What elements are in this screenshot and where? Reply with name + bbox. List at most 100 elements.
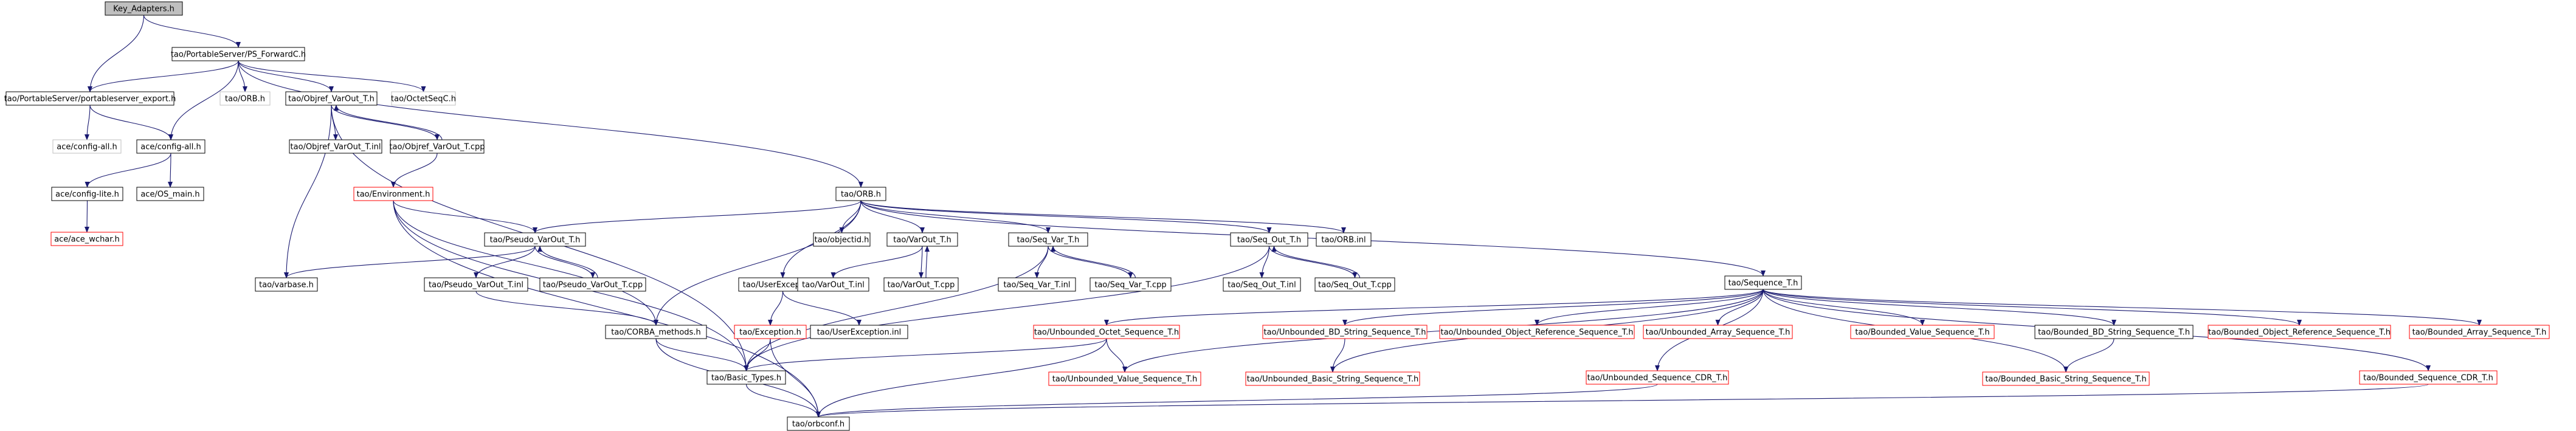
- node-pseudo-varout-cpp[interactable]: tao/Pseudo_VarOut_T.cpp: [539, 277, 646, 292]
- node-label: tao/Bounded_Value_Sequence_T.h: [1855, 328, 1989, 337]
- edge-ps_forwardc-to-orb_h: [238, 60, 863, 188]
- node-label: tao/Seq_Var_T.inl: [1003, 281, 1070, 290]
- node-label: tao/Unbounded_Array_Sequence_T.h: [1646, 328, 1790, 337]
- node-box: [883, 277, 959, 292]
- node-objref-varout-inl[interactable]: tao/Objref_VarOut_T.inl: [289, 139, 382, 154]
- edge-corba_methods-to-basic_types: [655, 338, 749, 371]
- node-seq-out-inl[interactable]: tao/Seq_Out_T.inl: [1223, 277, 1301, 292]
- node-objref-varout-cpp[interactable]: tao/Objref_VarOut_T.cpp: [389, 139, 485, 154]
- node-ace-wchar[interactable]: ace/ace_wchar.h: [50, 232, 123, 246]
- node-box: [539, 277, 646, 292]
- node-seq-out-h[interactable]: tao/Seq_Out_T.h: [1230, 232, 1308, 247]
- edge-orb_h-to-orb_inl: [860, 200, 1346, 233]
- node-bnd-array-seq[interactable]: tao/Bounded_Array_Sequence_T.h: [2409, 325, 2550, 339]
- node-seq-var-cpp[interactable]: tao/Seq_Var_T.cpp: [1089, 277, 1172, 292]
- node-box: [2034, 325, 2194, 339]
- node-bnd-object-ref-seq[interactable]: tao/Bounded_Object_Reference_Sequence_T.…: [2208, 325, 2391, 339]
- node-ace-config-lite[interactable]: ace/config-lite.h: [51, 187, 123, 201]
- node-corba-methods[interactable]: tao/CORBA_methods.h: [605, 325, 707, 339]
- node-userexception-inl[interactable]: tao/UserException.inl: [810, 325, 908, 339]
- node-label: tao/Pseudo_VarOut_T.inl: [429, 281, 523, 290]
- node-label: tao/Unbounded_Octet_Sequence_T.h: [1034, 328, 1179, 337]
- node-box: [391, 91, 456, 106]
- node-orb-h[interactable]: tao/ORB.h: [835, 187, 886, 201]
- node-label: ace/ace_wchar.h: [54, 235, 120, 244]
- node-box: [1230, 232, 1308, 247]
- node-ace-config-all[interactable]: ace/config-all.h: [136, 139, 205, 154]
- node-label: tao/VarOut_T.inl: [802, 281, 865, 290]
- node-varout-inl[interactable]: tao/VarOut_T.inl: [797, 277, 869, 292]
- node-seq-out-cpp[interactable]: tao/Seq_Out_T.cpp: [1314, 277, 1395, 292]
- node-box: [1048, 371, 1201, 386]
- edge-seq_out_h-to-seq_out_cpp: [1268, 246, 1358, 278]
- node-bnd-seq-cdr[interactable]: tao/Bounded_Sequence_CDR_T.h: [2359, 370, 2498, 385]
- edge-seq_var_h-to-basic_types: [744, 246, 1049, 371]
- edge-ps_export-to-ace_config_all_light: [85, 105, 91, 140]
- node-box: [810, 325, 908, 339]
- node-unb-object-ref-seq[interactable]: tao/Unbounded_Object_Reference_Sequence_…: [1439, 325, 1635, 339]
- node-orb-inl[interactable]: tao/ORB.inl: [1316, 232, 1372, 247]
- node-unb-octet-seq[interactable]: tao/Unbounded_Octet_Sequence_T.h: [1033, 325, 1180, 339]
- node-box: [51, 187, 123, 201]
- edge-sequence_h-to-bnd_object_ref_seq: [1763, 289, 2302, 326]
- node-key-adapters[interactable]: Key_Adapters.h: [105, 1, 183, 16]
- edge-unb_octet_seq-to-orbconf: [816, 338, 1107, 418]
- node-label: tao/Unbounded_Sequence_CDR_T.h: [1587, 374, 1728, 383]
- node-label: tao/Bounded_BD_String_Sequence_T.h: [2038, 328, 2190, 337]
- edge-ace_config_lite-to-ace_wchar: [85, 200, 90, 233]
- node-label: tao/PortableServer/portableserver_export…: [4, 95, 176, 104]
- edge-objref_varout_h-to-objref_varout_cpp: [331, 105, 440, 140]
- node-environment[interactable]: tao/Environment.h: [353, 187, 433, 201]
- node-seq-var-inl[interactable]: tao/Seq_Var_T.inl: [998, 277, 1076, 292]
- node-bnd-bd-string-seq[interactable]: tao/Bounded_BD_String_Sequence_T.h: [2034, 325, 2194, 339]
- node-orbconf[interactable]: tao/orbconf.h: [787, 416, 850, 431]
- edge-ps_forwardc-to-objref_varout_h: [238, 60, 334, 92]
- edge-ps_forwardc-to-ace_config_all: [168, 60, 239, 140]
- node-box: [1262, 325, 1428, 339]
- node-ps-export[interactable]: tao/PortableServer/portableserver_export…: [4, 91, 176, 106]
- node-ace-os-main[interactable]: ace/OS_main.h: [136, 187, 204, 201]
- node-box: [52, 139, 122, 154]
- node-objref-varout-h[interactable]: tao/Objref_VarOut_T.h: [285, 91, 378, 106]
- node-orb-h-light[interactable]: tao/ORB.h: [219, 91, 271, 106]
- node-pseudo-varout-h[interactable]: tao/Pseudo_VarOut_T.h: [484, 232, 586, 247]
- node-octetseqc[interactable]: tao/OctetSeqC.h: [391, 91, 456, 106]
- node-ps-forwardc[interactable]: tao/PortableServer/PS_ForwardC.h: [171, 47, 306, 61]
- node-varout-cpp[interactable]: tao/VarOut_T.cpp: [883, 277, 959, 292]
- edge-objref_varout_cpp-to-environment: [391, 153, 438, 188]
- node-box: [2208, 325, 2391, 339]
- node-exception-h[interactable]: tao/Exception.h: [734, 325, 807, 339]
- node-box: [1586, 370, 1729, 385]
- node-basic-types[interactable]: tao/Basic_Types.h: [706, 370, 786, 385]
- node-label: tao/Exception.h: [739, 328, 801, 337]
- node-pseudo-varout-inl[interactable]: tao/Pseudo_VarOut_T.inl: [424, 277, 528, 292]
- node-seq-var-h[interactable]: tao/Seq_Var_T.h: [1008, 232, 1088, 247]
- node-unb-value-seq[interactable]: tao/Unbounded_Value_Sequence_T.h: [1048, 371, 1201, 386]
- node-box: [835, 187, 886, 201]
- edge-key_adapters-to-ps_forwardc: [143, 15, 241, 48]
- edge-ps_forwardc-to-ps_export: [88, 60, 239, 92]
- node-bnd-basic-string-seq[interactable]: tao/Bounded_Basic_String_Sequence_T.h: [1982, 371, 2150, 386]
- node-unb-array-seq[interactable]: tao/Unbounded_Array_Sequence_T.h: [1643, 325, 1793, 339]
- node-label: tao/ORB.h: [225, 95, 265, 104]
- node-label: tao/CORBA_methods.h: [611, 328, 700, 337]
- node-label: ace/config-lite.h: [55, 190, 119, 199]
- edge-orb_h-to-sequence_h: [860, 200, 1766, 277]
- node-box: [1245, 371, 1420, 386]
- node-unb-basic-string-seq[interactable]: tao/Unbounded_Basic_String_Sequence_T.h: [1245, 371, 1420, 386]
- node-objectid[interactable]: tao/objectid.h: [813, 232, 871, 247]
- edge-key_adapters-to-ps_export: [88, 15, 145, 92]
- edge-sequence_h-to-bnd_bd_string_seq: [1763, 289, 2116, 326]
- edge-exception_h-to-orbconf: [770, 338, 821, 418]
- node-box: [136, 187, 204, 201]
- edge-varout_h-to-varout_cpp: [919, 246, 924, 278]
- node-bnd-value-seq[interactable]: tao/Bounded_Value_Sequence_T.h: [1850, 325, 1995, 339]
- node-varout-h[interactable]: tao/VarOut_T.h: [886, 232, 958, 247]
- node-unb-bd-string-seq[interactable]: tao/Unbounded_BD_String_Sequence_T.h: [1262, 325, 1428, 339]
- node-sequence-h[interactable]: tao/Sequence_T.h: [1724, 275, 1802, 290]
- node-unb-seq-cdr[interactable]: tao/Unbounded_Sequence_CDR_T.h: [1586, 370, 1729, 385]
- node-ace-config-all-light[interactable]: ace/config-all.h: [52, 139, 122, 154]
- node-box: [1223, 277, 1301, 292]
- edge-seq_var_h-to-seq_var_inl: [1034, 246, 1049, 278]
- node-varbase[interactable]: tao/varbase.h: [255, 277, 318, 292]
